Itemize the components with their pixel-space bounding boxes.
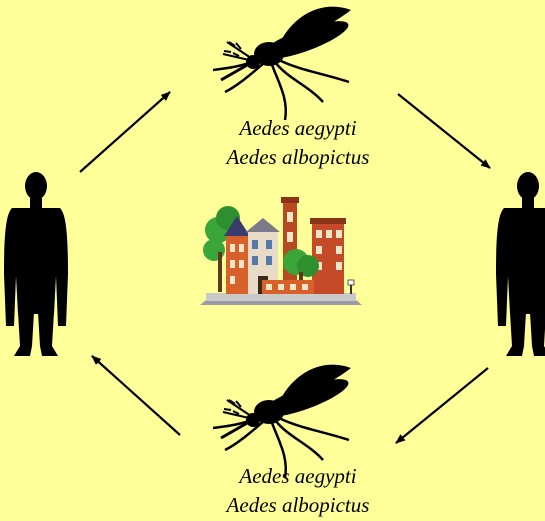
species-name: Aedes albopictus — [198, 143, 398, 172]
species-name: Aedes aegypti — [198, 114, 398, 143]
species-name: Aedes albopictus — [198, 491, 398, 520]
bottom-vector-species-label: Aedes aegypti Aedes albopictus — [198, 462, 398, 520]
top-vector-species-label: Aedes aegypti Aedes albopictus — [198, 114, 398, 172]
species-name: Aedes aegypti — [198, 462, 398, 491]
